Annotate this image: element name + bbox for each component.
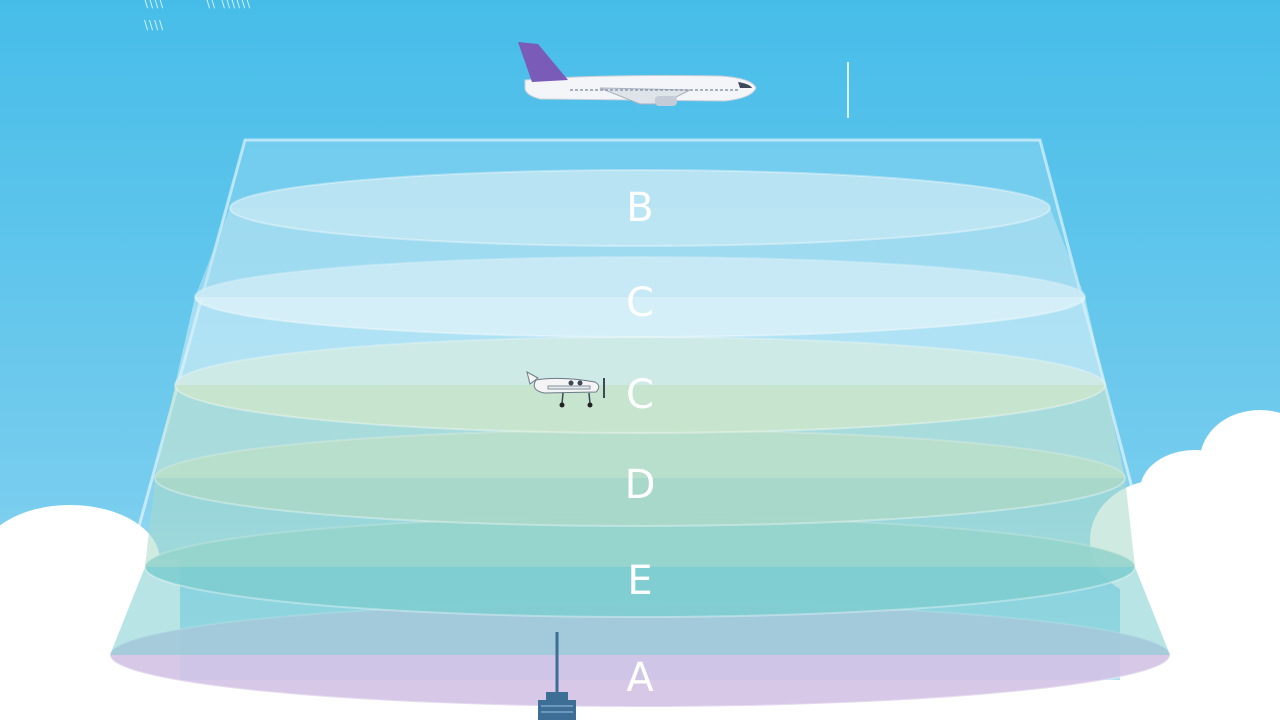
small-plane-icon (526, 371, 605, 408)
airspace-class-label: D (625, 462, 656, 508)
corner-text-left: \\\\ (144, 0, 165, 10)
radio-tower-icon (538, 632, 576, 720)
airspace-class-label: A (626, 655, 654, 701)
airspace-layer-ellipse (229, 169, 1051, 247)
airspace-class-label: E (627, 558, 652, 604)
airspace-class-label: C (626, 372, 654, 418)
airliner-icon (518, 42, 757, 106)
corner-text-right: \\ \\\\\\ (206, 0, 252, 10)
corner-text-second-line: \\\\ (144, 18, 165, 32)
airspace-class-label: B (626, 185, 653, 231)
airspace-class-label: C (626, 280, 654, 326)
